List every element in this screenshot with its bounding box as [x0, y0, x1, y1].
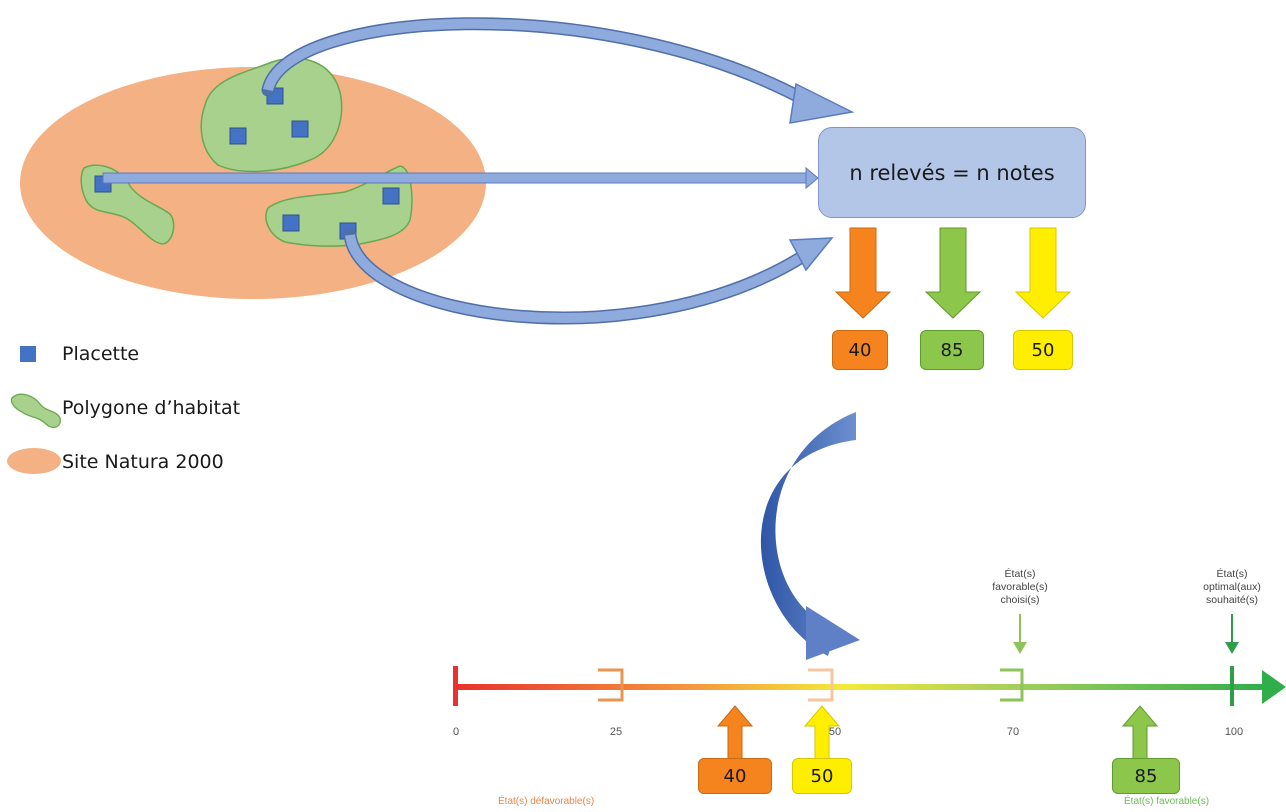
- score-box-green: 85: [1112, 758, 1180, 794]
- tick-label: 50: [828, 726, 842, 738]
- tick-label: 0: [452, 726, 460, 738]
- threshold-bracket: [808, 668, 834, 702]
- score-box-orange: 40: [698, 758, 772, 794]
- habitat-polygon: [265, 165, 413, 247]
- label-optimal: État(s) optimal(aux) souhaité(s): [1203, 568, 1261, 606]
- label-favorable: État(s) favorable(s): [1124, 796, 1210, 807]
- down-arrow-green: [924, 227, 982, 319]
- threshold-bracket: [1000, 668, 1024, 702]
- transition-arrow: [760, 412, 856, 656]
- scale-start-tick: [453, 666, 458, 706]
- placette-square: [382, 187, 400, 205]
- flow-arrow-middle: [102, 172, 808, 184]
- scale-bar: [456, 684, 1264, 690]
- up-arrow-yellow: [803, 705, 841, 761]
- up-arrow-orange: [716, 705, 754, 761]
- score-box-yellow: 50: [1013, 330, 1073, 370]
- score-box-yellow: 50: [792, 758, 852, 794]
- scale-arrowhead: [1262, 670, 1286, 704]
- legend-placette-icon: [20, 346, 36, 362]
- placette-square: [282, 214, 300, 232]
- label-defavorable: État(s) défavorable(s): [498, 796, 595, 807]
- placette-square: [229, 127, 247, 145]
- threshold-bracket: [598, 668, 624, 702]
- arrowhead: [805, 166, 819, 190]
- down-arrow-yellow: [1014, 227, 1072, 319]
- tick-label: 25: [609, 726, 623, 738]
- up-arrow-green: [1121, 705, 1159, 761]
- arrowhead: [788, 237, 834, 272]
- arrowhead: [789, 82, 855, 124]
- down-pointer-icon: [1225, 642, 1239, 654]
- notes-box: n relevés = n notes: [818, 127, 1086, 218]
- optimal-tick: [1230, 666, 1234, 706]
- tick-label: 100: [1224, 726, 1244, 738]
- legend-placette-label: Placette: [62, 343, 140, 365]
- down-arrow-orange: [834, 227, 892, 319]
- score-box-green: 85: [920, 330, 984, 370]
- legend-site-label: Site Natura 2000: [62, 451, 224, 473]
- legend-polygon-icon: [10, 393, 61, 429]
- legend-polygon-label: Polygone d’habitat: [62, 397, 241, 419]
- tick-label: 70: [1006, 726, 1020, 738]
- placette-square: [291, 120, 309, 138]
- label-favorable-choisi: État(s) favorable(s) choisi(s): [992, 568, 1048, 606]
- legend-site-icon: [7, 448, 61, 474]
- down-pointer-icon: [1013, 642, 1027, 654]
- score-box-orange: 40: [832, 330, 888, 370]
